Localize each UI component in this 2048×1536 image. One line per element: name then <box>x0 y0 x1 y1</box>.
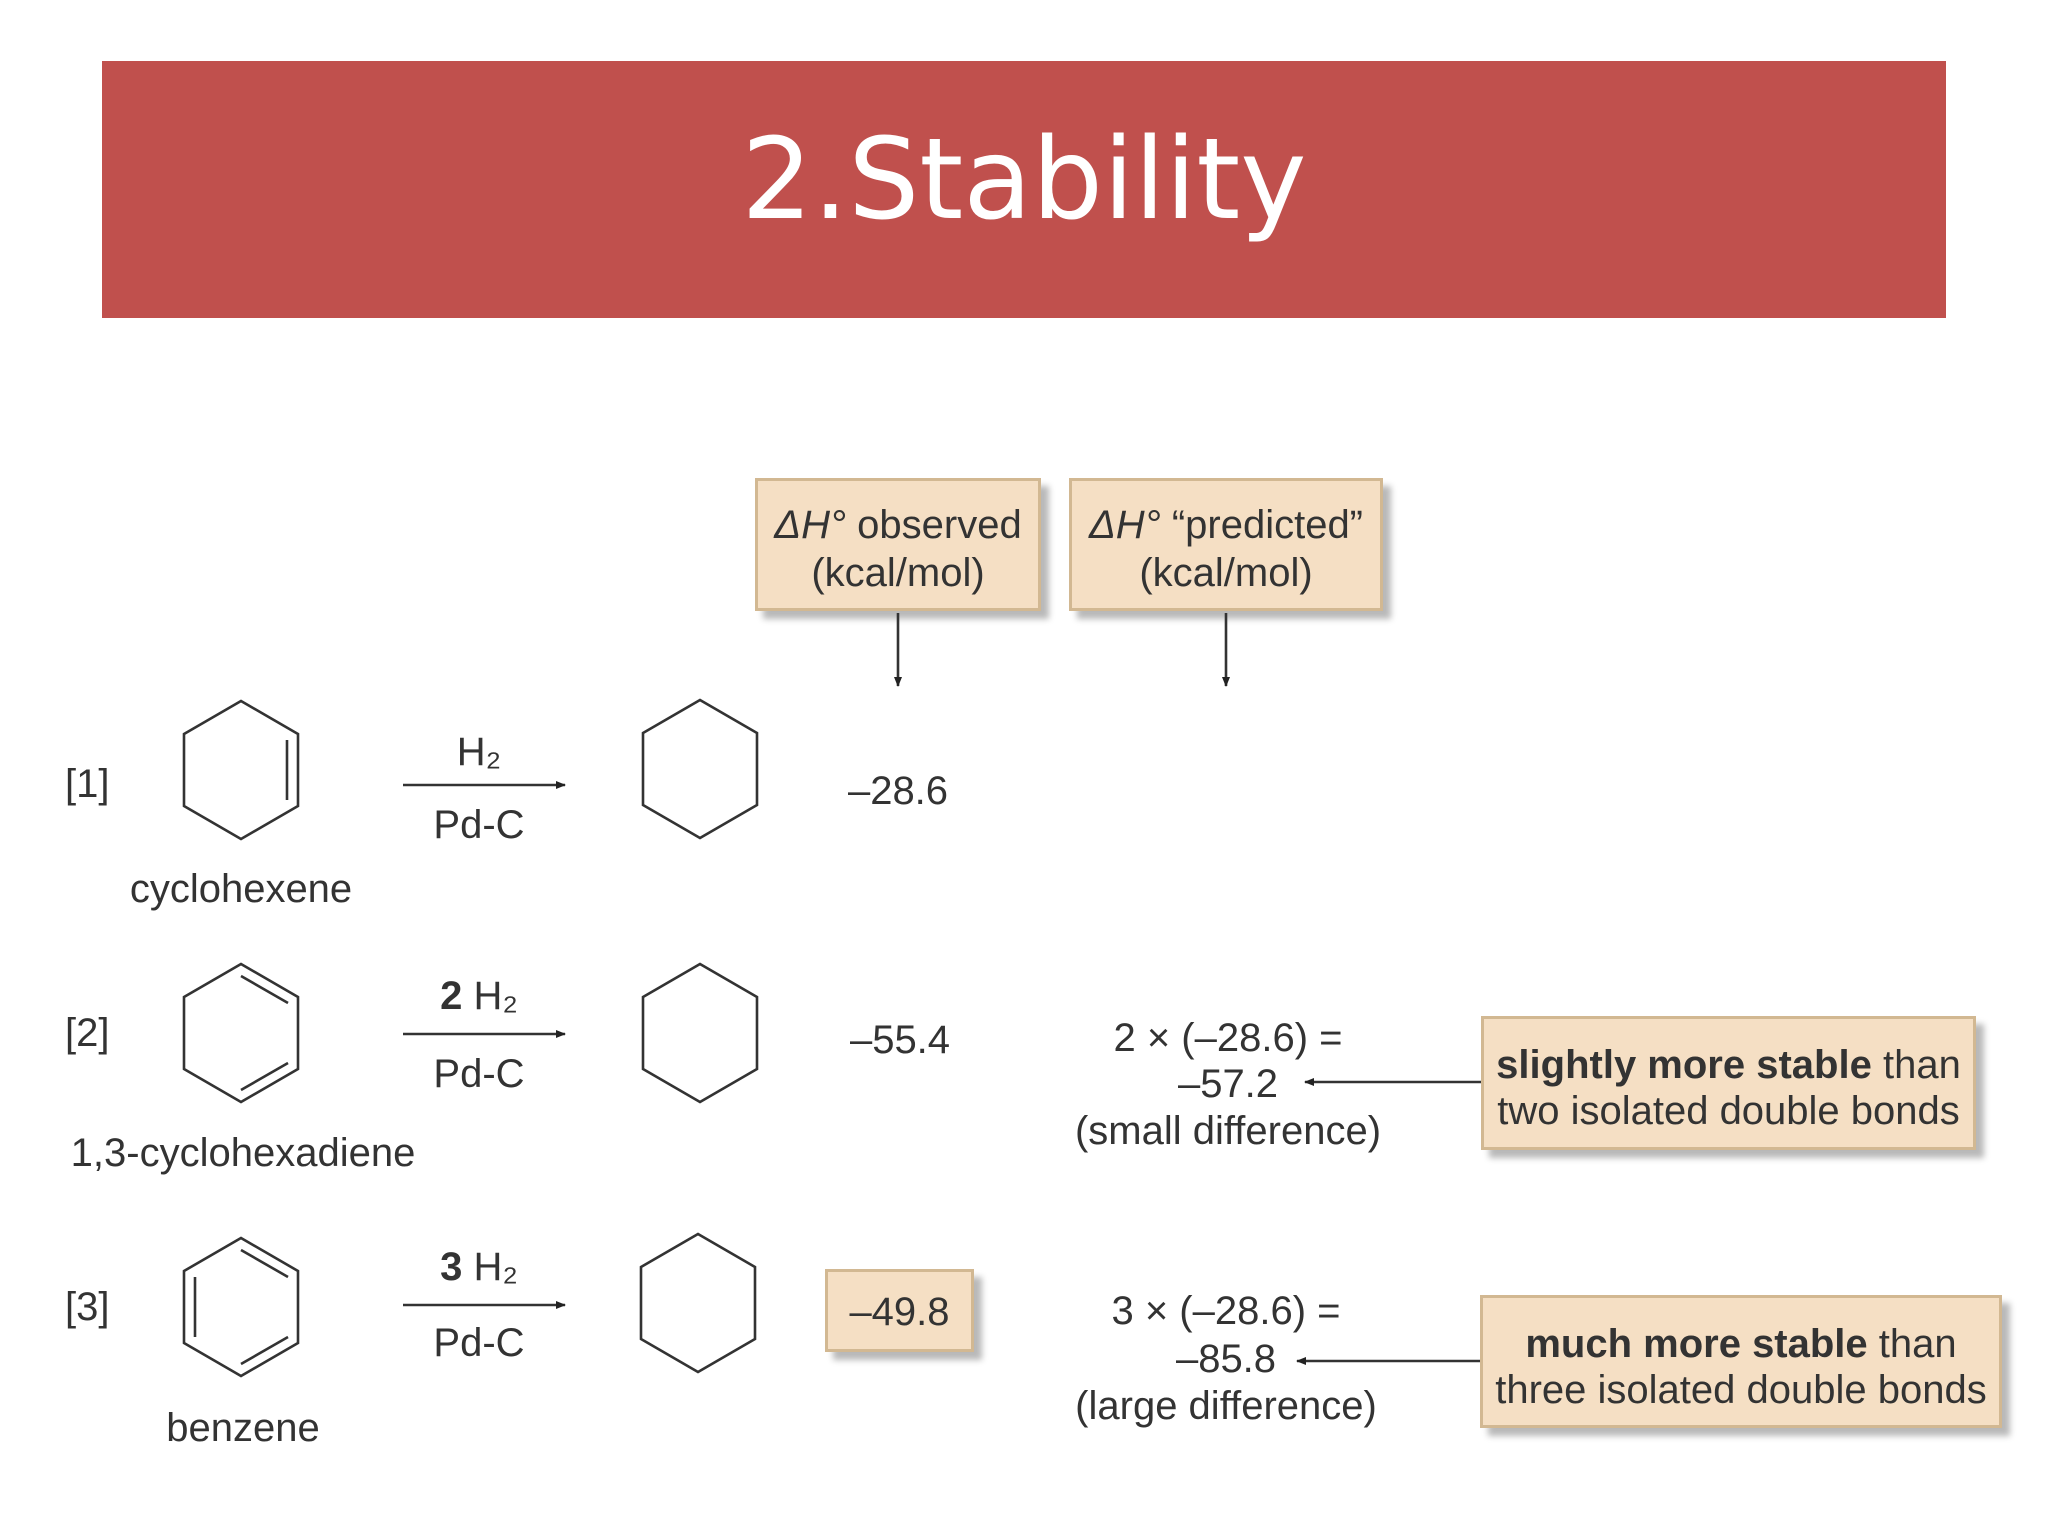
catalyst-3: Pd-C <box>433 1321 525 1365</box>
predicted-calc-2: 2 × (–28.6) = <box>1113 1016 1343 1060</box>
note-3-line2: three isolated double bonds <box>1495 1368 1987 1412</box>
delta-h-symbol: ΔH° <box>774 503 847 547</box>
note-box-2: slightly more stable than two isolated d… <box>1481 1016 1976 1150</box>
observed-value-1: –28.6 <box>847 769 949 813</box>
observed-units: (kcal/mol) <box>811 551 985 595</box>
predicted-value-2: –57.2 <box>1177 1062 1279 1106</box>
cyclohexadiene-label: 1,3-cyclohexadiene <box>70 1131 416 1175</box>
delta-h-symbol: ΔH° <box>1088 503 1161 547</box>
benzene-label: benzene <box>166 1406 320 1450</box>
observed-header-line1: ΔH° observed <box>758 505 1038 545</box>
predicted-value-3: –85.8 <box>1175 1337 1277 1381</box>
predicted-header-box: ΔH° “predicted” (kcal/mol) <box>1069 478 1383 611</box>
reaction-number-1: [1] <box>65 762 110 806</box>
note-2-line1: slightly more stable than <box>1496 1043 1961 1087</box>
observed-header-box: ΔH° observed (kcal/mol) <box>755 478 1041 611</box>
observed-label: observed <box>857 503 1022 547</box>
catalyst-1: Pd-C <box>433 803 525 847</box>
difference-3: (large difference) <box>1075 1384 1377 1428</box>
cyclohexane-product-3 <box>639 1232 757 1374</box>
cyclohexene-structure <box>182 699 300 841</box>
reagent-2: 2 H₂ <box>440 974 518 1018</box>
cyclohexene-label: cyclohexene <box>129 867 353 911</box>
difference-2: (small difference) <box>1074 1109 1382 1153</box>
benzene-structure <box>182 1236 300 1378</box>
observed-value-3: –49.8 <box>849 1290 950 1334</box>
cyclohexane-product-2 <box>641 962 759 1104</box>
predicted-header-line1: ΔH° “predicted” <box>1072 505 1380 545</box>
reagent-3: 3 H₂ <box>440 1245 518 1289</box>
cyclohexane-product-1 <box>641 698 759 840</box>
note-2-line2: two isolated double bonds <box>1497 1089 1960 1133</box>
reaction-number-2: [2] <box>65 1011 110 1055</box>
reagent-1: H₂ <box>456 730 502 774</box>
predicted-units: (kcal/mol) <box>1139 551 1313 595</box>
slide-title: 2.Stability <box>741 115 1307 245</box>
predicted-label: “predicted” <box>1171 503 1364 547</box>
note-3-line1: much more stable than <box>1525 1322 1957 1366</box>
cyclohexadiene-structure <box>182 962 300 1104</box>
note-box-3: much more stable than three isolated dou… <box>1480 1295 2002 1428</box>
observed-value-3-box: –49.8 <box>825 1269 974 1352</box>
catalyst-2: Pd-C <box>433 1052 525 1096</box>
predicted-calc-3: 3 × (–28.6) = <box>1111 1289 1341 1333</box>
title-banner: 2.Stability <box>102 61 1946 318</box>
reaction-number-3: [3] <box>65 1285 110 1329</box>
observed-value-2: –55.4 <box>849 1018 951 1062</box>
